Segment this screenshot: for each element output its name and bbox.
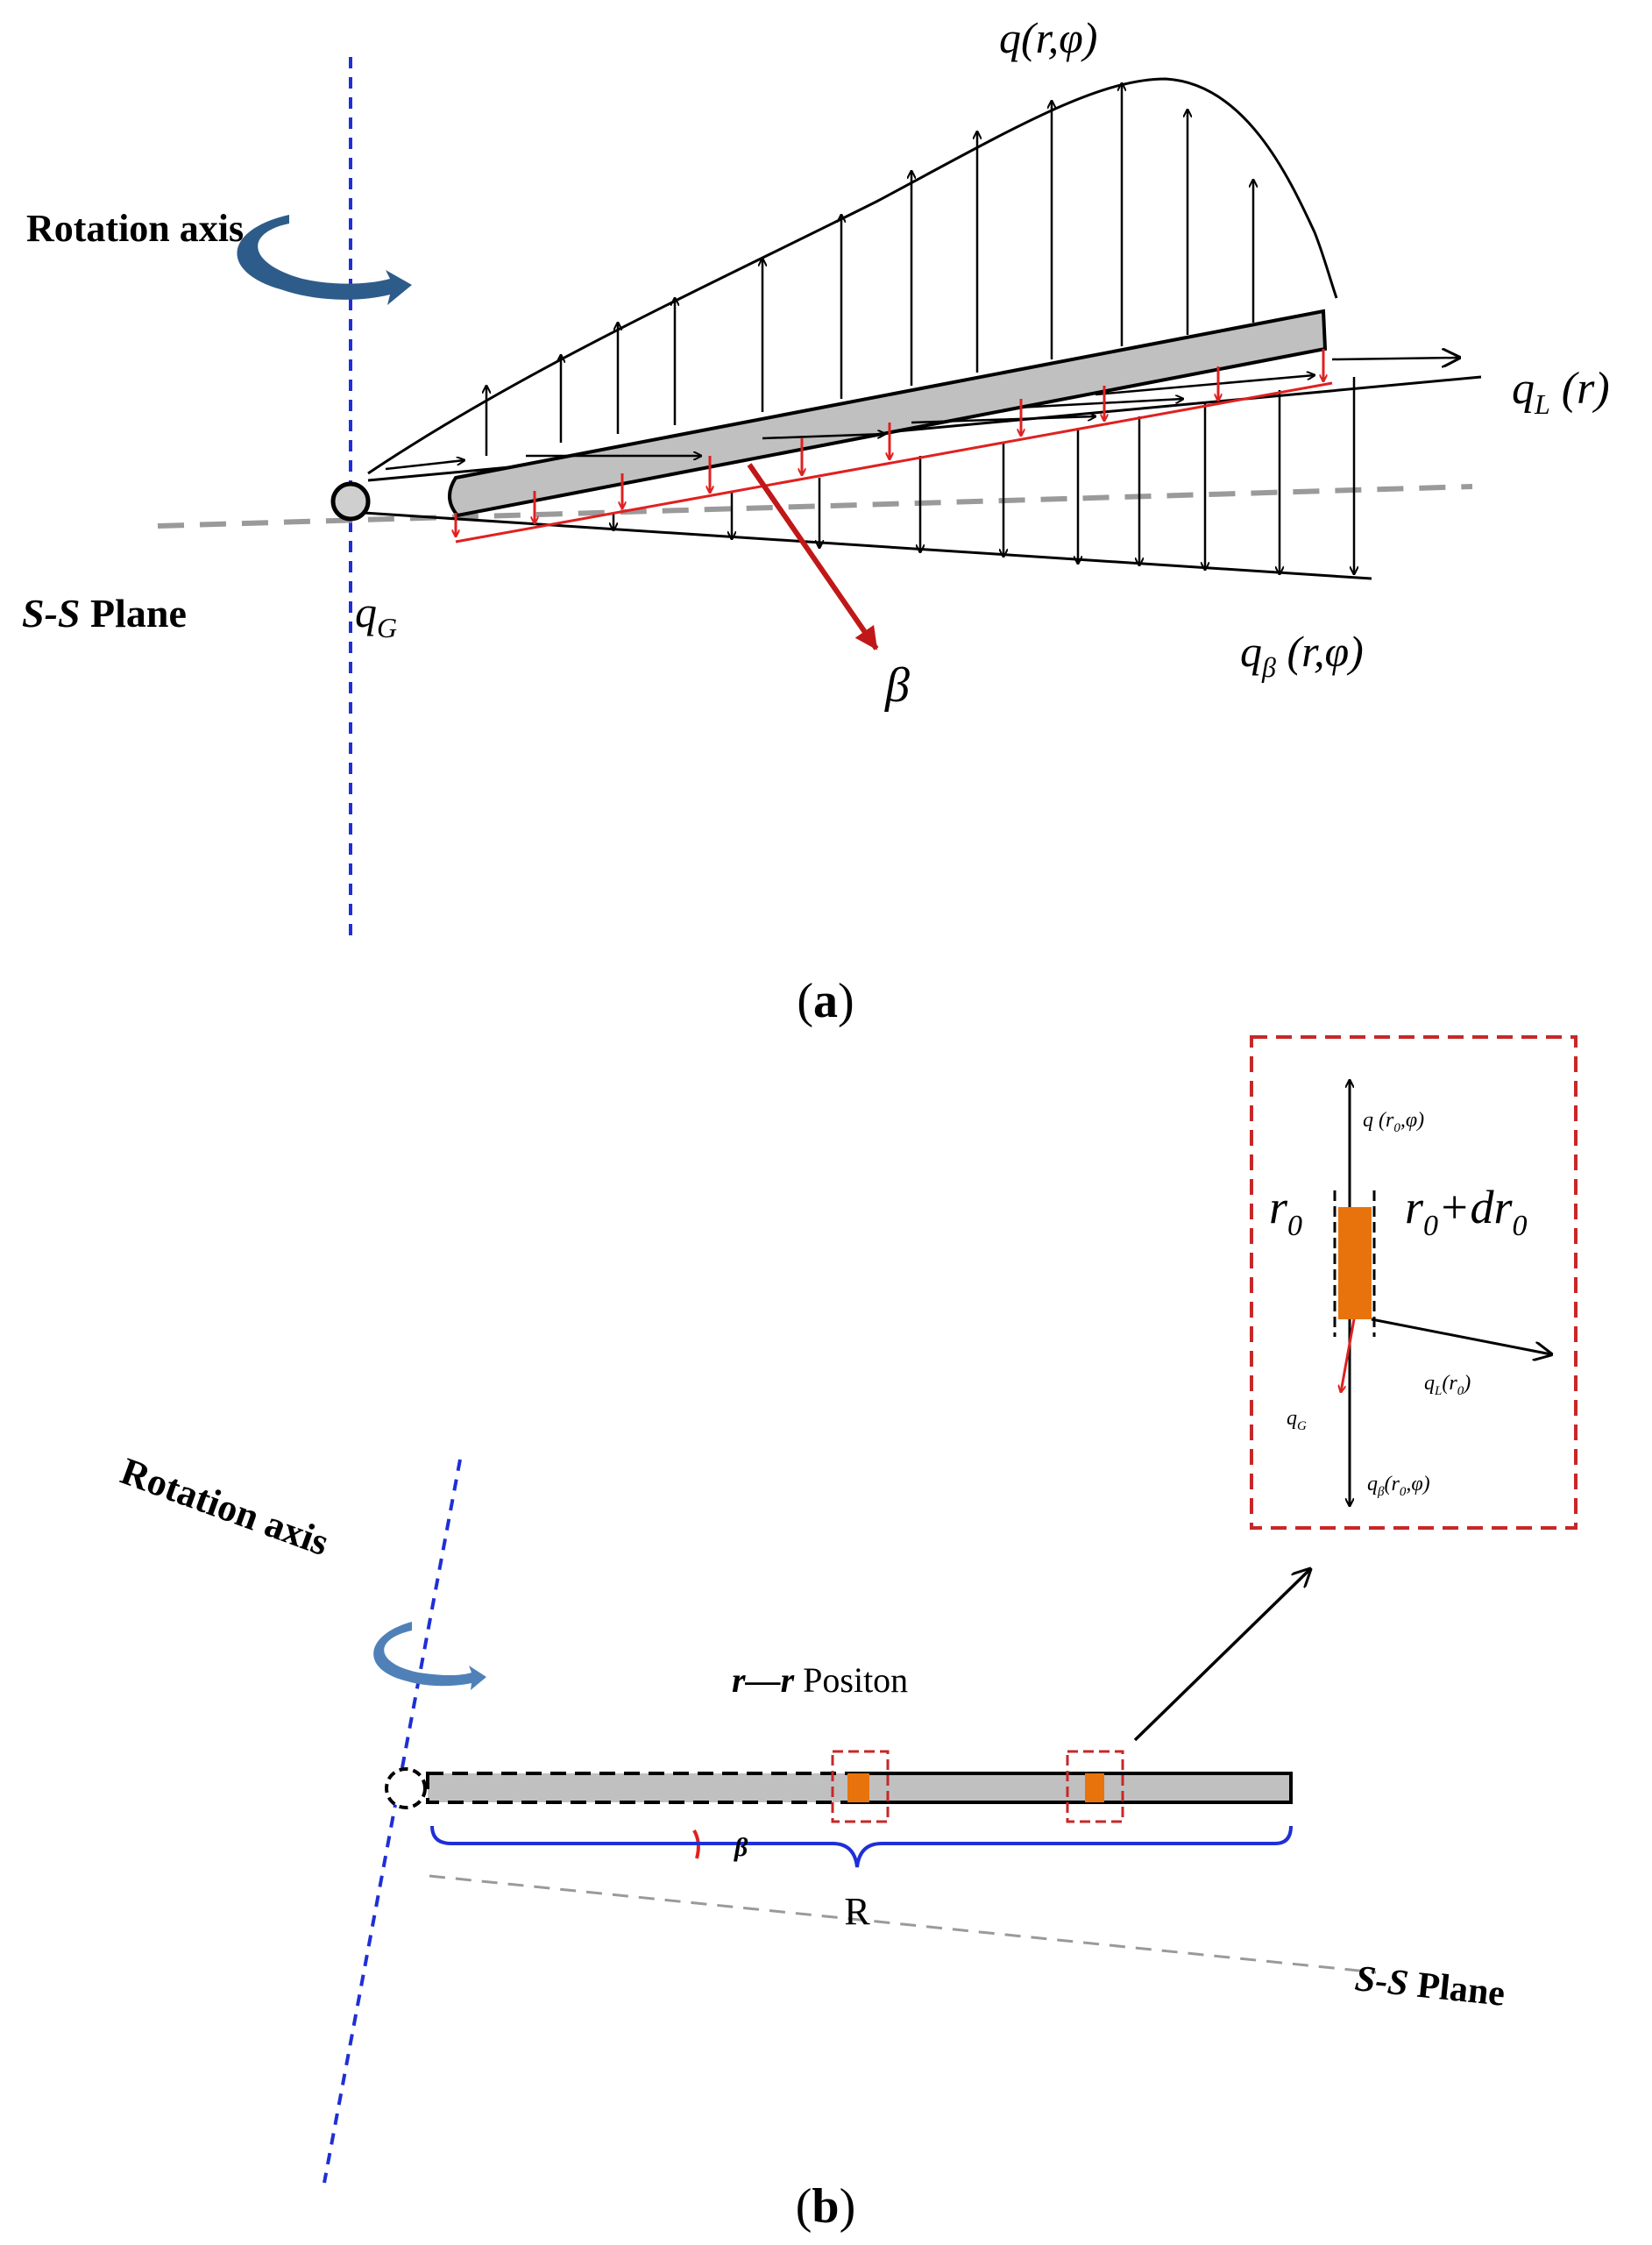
element-orange-2 [1085, 1773, 1104, 1802]
total-load-label: q(r,φ) [999, 13, 1097, 62]
inset-orange-element [1338, 1207, 1372, 1319]
blade-b-dashed [426, 1772, 850, 1804]
radius-label: R [844, 1890, 870, 1933]
inset-gravity-arrow [1341, 1318, 1356, 1392]
position-label: r—r Positon [732, 1660, 908, 1700]
blade-b-solid [847, 1772, 1293, 1804]
zoom-arrow [1133, 1569, 1310, 1742]
element-box-1 [831, 1750, 890, 1823]
beta-direction-arrow [747, 463, 879, 650]
inset-qL-label: qL(r0) [1424, 1372, 1471, 1398]
inset-border [1250, 1035, 1578, 1530]
inset-r0dr-label: r0+dr0 [1405, 1181, 1527, 1242]
ss-plane-line-b [429, 1874, 1377, 1974]
rotation-axis-label-b: Rotation axis [116, 1449, 335, 1564]
inset-q-top-label: q (r0,φ) [1363, 1109, 1424, 1135]
caption-a: (a) [797, 974, 854, 1028]
inset-r0-label: r0 [1269, 1181, 1302, 1242]
inset-lift-arrow [1371, 1318, 1551, 1354]
inset-qbeta-label: qβ(r0,φ) [1367, 1473, 1430, 1499]
element-box-2 [1066, 1750, 1124, 1823]
hub-circle-a [330, 481, 371, 522]
flapwise-distribution-line [363, 511, 1372, 580]
flapwise-label: qβ (r,φ) [1240, 627, 1364, 683]
panel-b: q (r0,φ) r0 r0+dr0 qL(r0) qG qβ(r0,φ) Ro… [116, 1035, 1578, 2234]
beta-label-b: β [734, 1833, 748, 1862]
total-load-curve [367, 77, 1338, 475]
ss-plane-line-a [157, 484, 1473, 529]
rotation-arrow-icon-b [373, 1622, 486, 1690]
flapwise-arrows [613, 377, 1354, 574]
inset-detail: q (r0,φ) r0 r0+dr0 qL(r0) qG qβ(r0,φ) [1250, 1035, 1578, 1530]
total-load-arrows [486, 83, 1253, 456]
caption-b: (b) [796, 2179, 855, 2234]
inset-qG-label: qG [1287, 1407, 1307, 1433]
lift-label: qL (r) [1512, 364, 1610, 420]
rotation-arrow-icon-a [237, 215, 412, 305]
rotation-axis-label-a: Rotation axis [26, 207, 244, 250]
panel-a: Rotation axis S-S Plane qG q(r,φ) qL (r)… [22, 13, 1610, 1028]
gravity-distribution [456, 349, 1333, 543]
rotation-axis-line-b [323, 1459, 462, 2184]
ss-plane-label-b: S-S Plane [1353, 1958, 1507, 2014]
element-orange-1 [847, 1773, 869, 1802]
blade-a [448, 309, 1328, 518]
radius-bracket [430, 1825, 1293, 1868]
lift-arrows [385, 358, 1459, 471]
ss-plane-label-a: S-S Plane [22, 591, 187, 636]
hub-circle-b [385, 1767, 427, 1809]
beta-label-a: β [884, 658, 910, 713]
gravity-label-a: qG [355, 587, 397, 643]
